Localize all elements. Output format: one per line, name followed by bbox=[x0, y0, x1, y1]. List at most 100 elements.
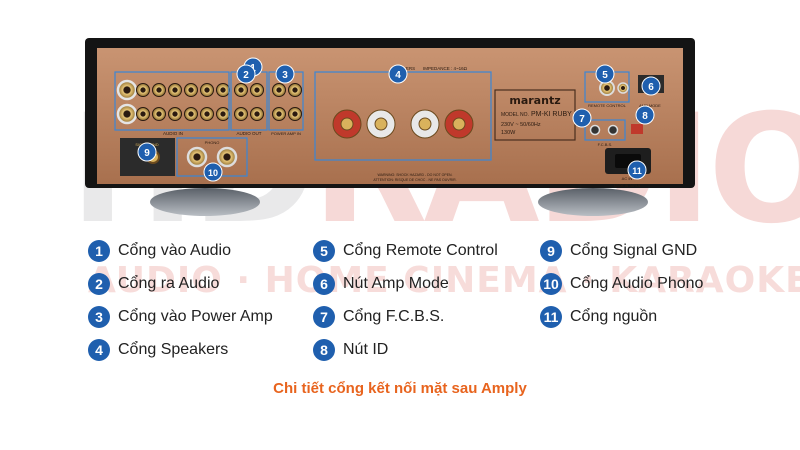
rca-jack bbox=[272, 83, 286, 97]
rca-jack bbox=[152, 83, 166, 97]
fcbs-text: F.C.B.S. bbox=[598, 142, 613, 147]
legend-badge: 6 bbox=[313, 273, 335, 295]
rca-jack bbox=[272, 107, 286, 121]
rca-jack bbox=[136, 83, 150, 97]
callout-2-num: 2 bbox=[243, 70, 249, 81]
legend-label: Cổng Audio Phono bbox=[570, 275, 704, 292]
legend-badge: 7 bbox=[313, 306, 335, 328]
rca-jack bbox=[200, 83, 214, 97]
fcbs-out-jack bbox=[607, 124, 619, 136]
speaker-binding-post-core bbox=[452, 117, 466, 131]
brand-logo: marantz bbox=[509, 94, 560, 107]
legend-label: Cổng nguồn bbox=[570, 308, 658, 325]
amp-mode-text: AMP MODE bbox=[639, 103, 661, 108]
legend-item-11: 11 Cổng nguồn bbox=[540, 304, 657, 330]
rca-jack bbox=[184, 107, 198, 121]
legend-label: Cổng vào Power Amp bbox=[118, 308, 273, 325]
rating-power: 130W bbox=[501, 130, 516, 136]
rca-jack bbox=[234, 107, 248, 121]
callout-5 bbox=[595, 64, 615, 84]
callout-2 bbox=[236, 64, 256, 84]
callout-11 bbox=[627, 160, 647, 180]
callout-9 bbox=[137, 142, 157, 162]
legend-label: Nút ID bbox=[343, 341, 389, 358]
impedance-text: IMPEDANCE : 4~16Ω bbox=[423, 66, 468, 71]
callout-7 bbox=[572, 108, 592, 128]
made-in-text: MADE IN JAPAN bbox=[614, 184, 641, 188]
legend-item-8: 8 Nút ID bbox=[313, 337, 388, 363]
callout-6-num: 6 bbox=[648, 82, 654, 93]
rca-jack bbox=[152, 107, 166, 121]
audio-out-text: AUDIO OUT bbox=[236, 131, 261, 136]
audio-in-jacks bbox=[116, 79, 302, 125]
rca-jack bbox=[288, 107, 302, 121]
legend-item-4: 4 Cổng Speakers bbox=[88, 337, 228, 363]
speaker-binding-post-core bbox=[340, 117, 354, 131]
legend-badge: 11 bbox=[540, 306, 562, 328]
legend-badge: 9 bbox=[540, 240, 562, 262]
callout-8 bbox=[635, 105, 655, 125]
rca-jack bbox=[184, 83, 198, 97]
rca-jack bbox=[168, 83, 182, 97]
rca-jack bbox=[216, 83, 230, 97]
rca-jack bbox=[288, 83, 302, 97]
legend-badge: 8 bbox=[313, 339, 335, 361]
speaker-binding-post-core bbox=[418, 117, 432, 131]
rca-jack bbox=[200, 107, 214, 121]
speaker-binding-post-core bbox=[374, 117, 388, 131]
rca-jack bbox=[250, 107, 264, 121]
legend-label: Cổng ra Audio bbox=[118, 275, 220, 292]
callout-4-num: 4 bbox=[395, 70, 401, 81]
callout-6 bbox=[641, 76, 661, 96]
left-foot bbox=[150, 188, 260, 216]
speaker-terminals bbox=[332, 109, 474, 139]
callout-3 bbox=[275, 64, 295, 84]
legend-badge: 3 bbox=[88, 306, 110, 328]
rca-jack bbox=[250, 83, 264, 97]
legend-item-3: 3 Cổng vào Power Amp bbox=[88, 304, 273, 330]
callout-5-num: 5 bbox=[602, 70, 608, 81]
callout-10-num: 10 bbox=[208, 168, 218, 178]
legend-label: Cổng F.C.B.S. bbox=[343, 308, 445, 325]
amplifier-rear-panel: marantz MODEL NO. PM-KI RUBY 230V ~ 50/6… bbox=[85, 38, 695, 216]
rca-jack bbox=[168, 107, 182, 121]
callout-11-num: 11 bbox=[632, 166, 642, 176]
rca-jack bbox=[234, 83, 248, 97]
legend-badge: 1 bbox=[88, 240, 110, 262]
phono-jack-right bbox=[216, 146, 238, 168]
callout-9-num: 9 bbox=[144, 148, 150, 159]
attention-text: ATTENTION: RISQUE DE CHOC - NE PAS OUVRI… bbox=[373, 178, 456, 182]
legend-label: Cổng Speakers bbox=[118, 341, 229, 358]
legend-item-6: 6 Nút Amp Mode bbox=[313, 271, 449, 297]
legend-item-7: 7 Cổng F.C.B.S. bbox=[313, 304, 444, 330]
audio-in-text: AUDIO IN bbox=[163, 131, 183, 136]
legend-label: Nút Amp Mode bbox=[343, 275, 449, 292]
rca-jack bbox=[216, 107, 230, 121]
rating-voltage: 230V ~ 50/60Hz bbox=[501, 122, 541, 128]
power-amp-in-text: POWER AMP IN bbox=[271, 131, 301, 136]
caption: Chi tiết cổng kết nối mặt sau Amply bbox=[273, 380, 527, 397]
legend-badge: 5 bbox=[313, 240, 335, 262]
callout-3-num: 3 bbox=[282, 70, 288, 81]
rca-jack bbox=[136, 107, 150, 121]
id-button bbox=[631, 124, 643, 134]
legend-item-10: 10 Cổng Audio Phono bbox=[540, 271, 703, 297]
legend-badge: 10 bbox=[540, 273, 562, 295]
callout-10 bbox=[203, 162, 223, 182]
callout-7-num: 7 bbox=[579, 114, 585, 125]
callout-4 bbox=[388, 64, 408, 84]
legend-label: Cổng vào Audio bbox=[118, 242, 231, 259]
right-foot bbox=[538, 188, 648, 216]
model-number: PM-KI RUBY bbox=[531, 111, 572, 118]
phono-jack-left bbox=[186, 146, 208, 168]
rca-jack bbox=[116, 103, 138, 125]
remote-text: REMOTE CONTROL bbox=[588, 103, 627, 108]
rca-jack bbox=[116, 79, 138, 101]
phono-text: PHONO bbox=[205, 140, 220, 145]
callout-8-num: 8 bbox=[642, 111, 648, 122]
legend-badge: 4 bbox=[88, 339, 110, 361]
fcbs-in-jack bbox=[589, 124, 601, 136]
